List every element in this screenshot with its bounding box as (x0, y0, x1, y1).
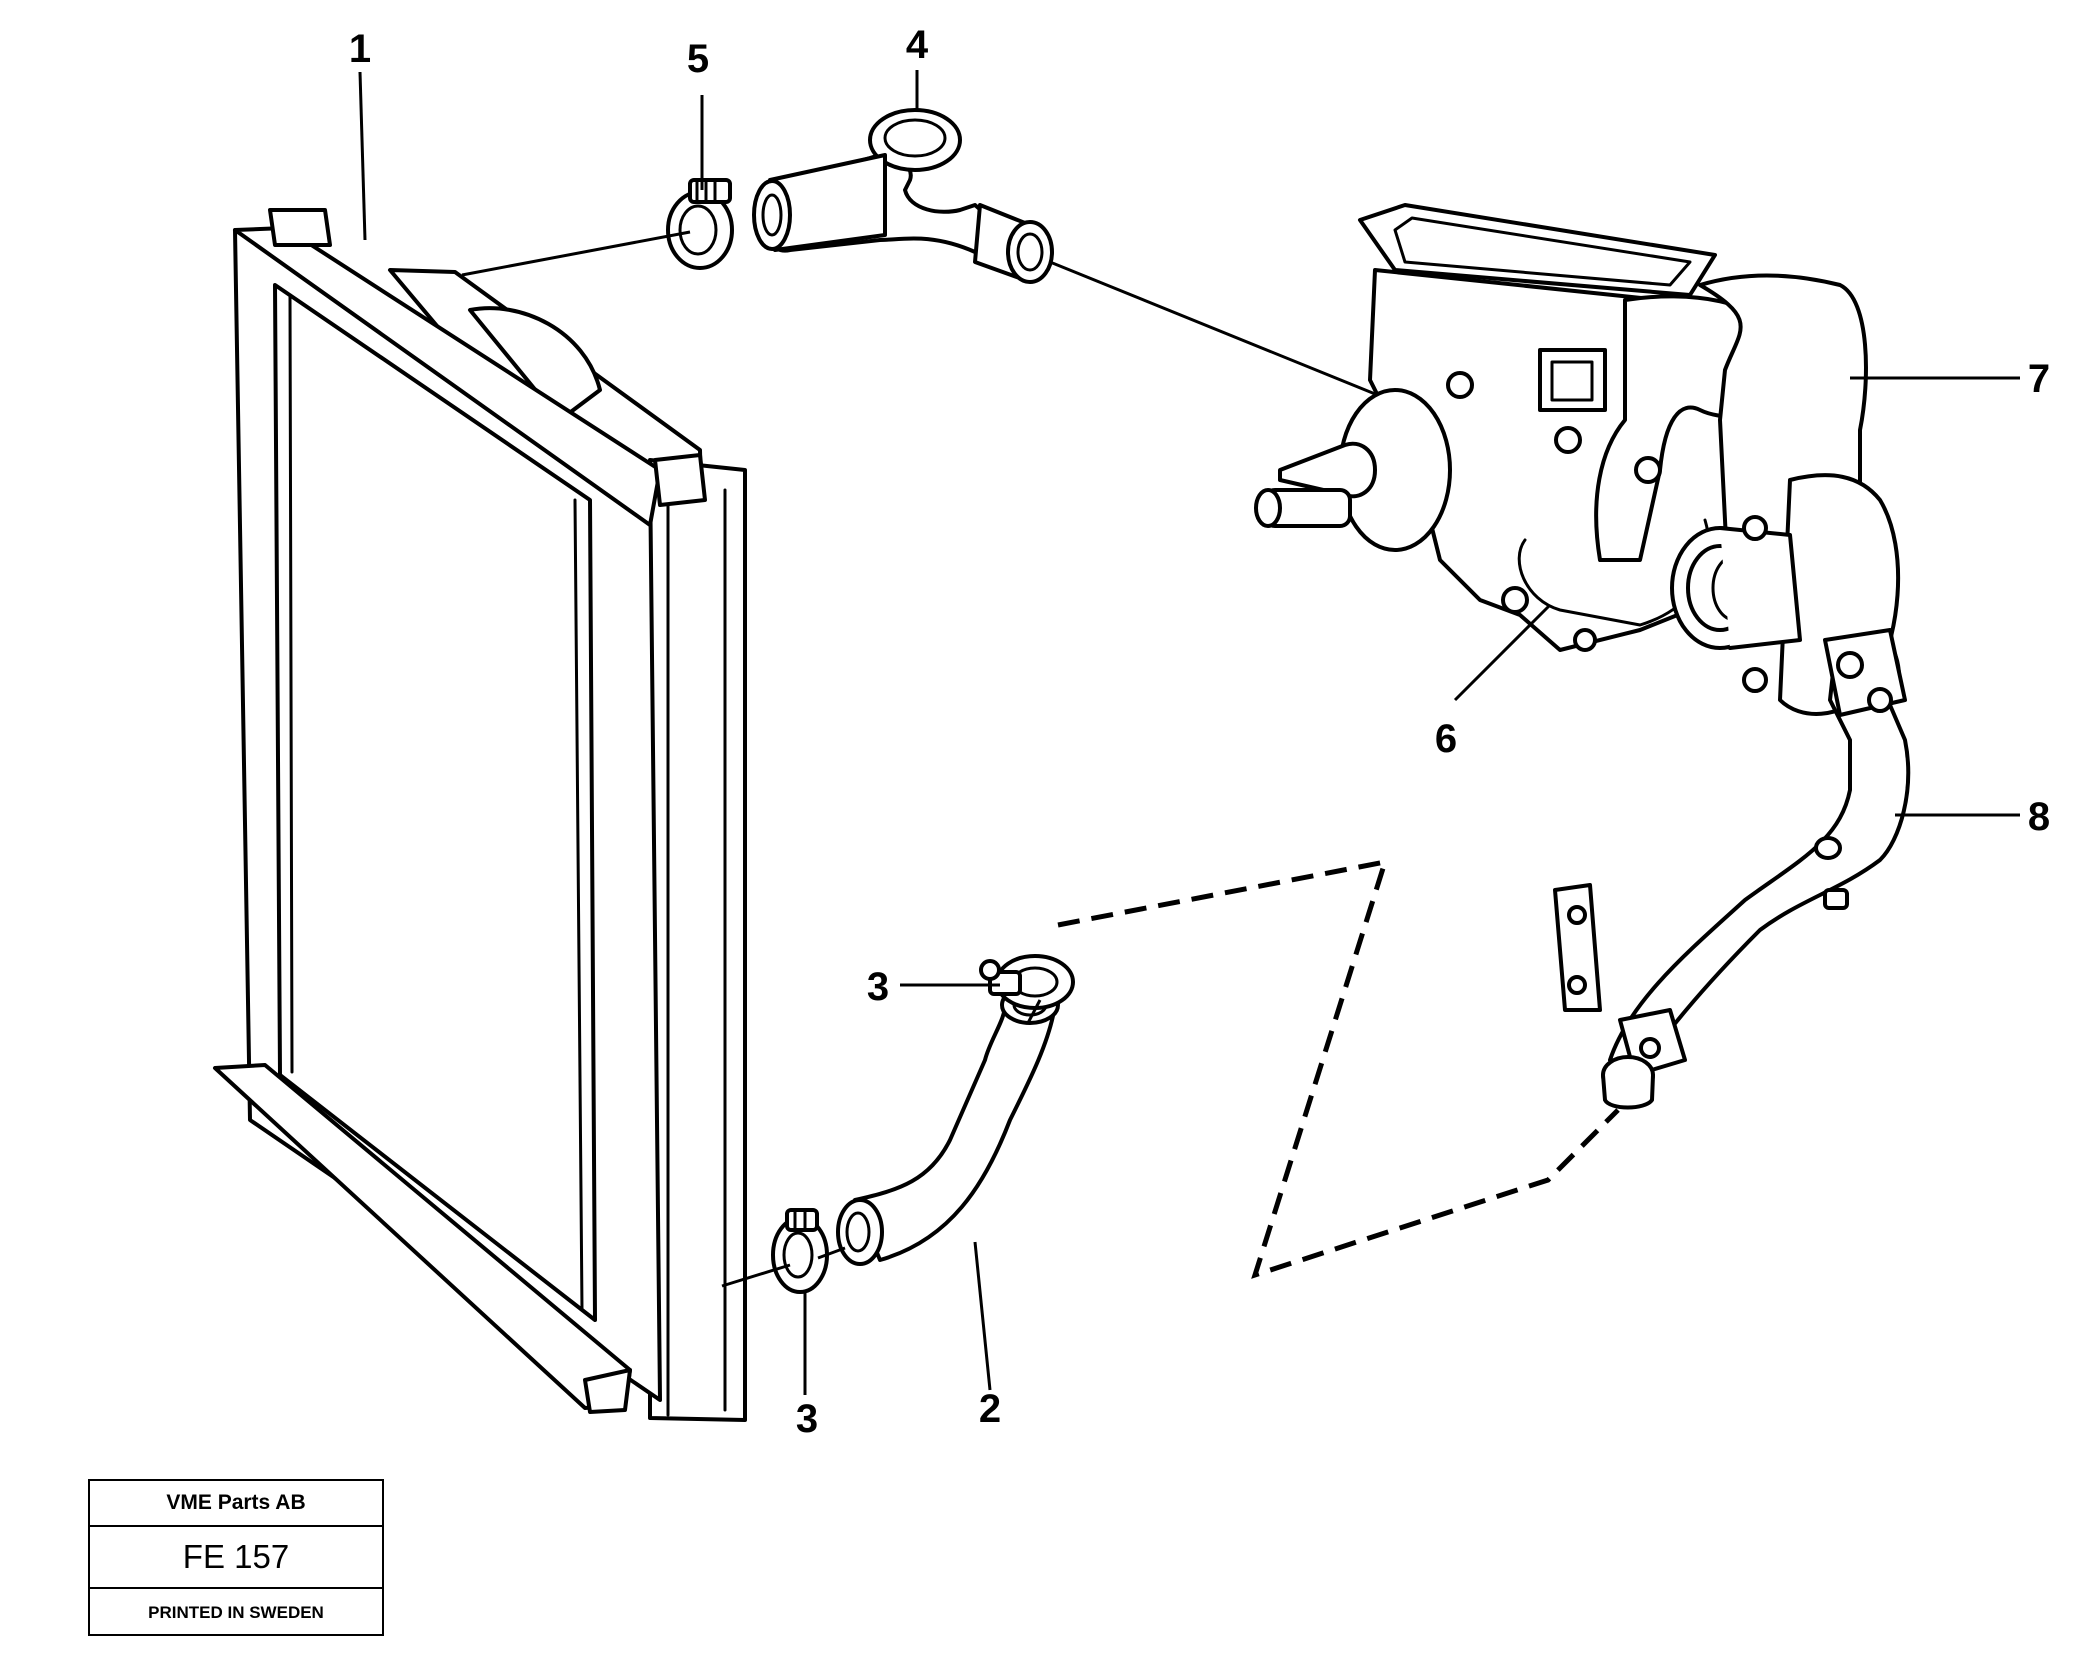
callout-7: 7 (2028, 357, 2050, 401)
hose-clamp-lower-top (979, 954, 1075, 1010)
callout-5: 5 (687, 37, 709, 81)
callout-8: 8 (2028, 795, 2050, 839)
radiator (213, 208, 747, 1422)
lower-hose (836, 985, 1060, 1266)
callout-4: 4 (906, 23, 929, 67)
outlet-pipe (1553, 628, 1911, 1110)
hose-clamp-upper (666, 178, 734, 270)
upper-hose-assembly (752, 108, 1054, 284)
title-block-code: FE 157 (90, 1527, 382, 1589)
hose-clamp-lower-bottom (771, 1208, 829, 1294)
callout-2: 2 (979, 1387, 1001, 1431)
title-block-printed: PRINTED IN SWEDEN (148, 1603, 324, 1622)
callout-3-upper: 3 (867, 965, 889, 1009)
water-pump-housing (1254, 203, 1787, 652)
title-block: VME Parts AB FE 157 PRINTED IN SWEDEN (88, 1479, 384, 1636)
title-block-company: VME Parts AB (90, 1481, 382, 1527)
thermostat-housing (1670, 273, 1901, 716)
callout-3-lower: 3 (796, 1397, 818, 1441)
callout-1: 1 (349, 27, 371, 71)
callout-6: 6 (1435, 717, 1457, 761)
